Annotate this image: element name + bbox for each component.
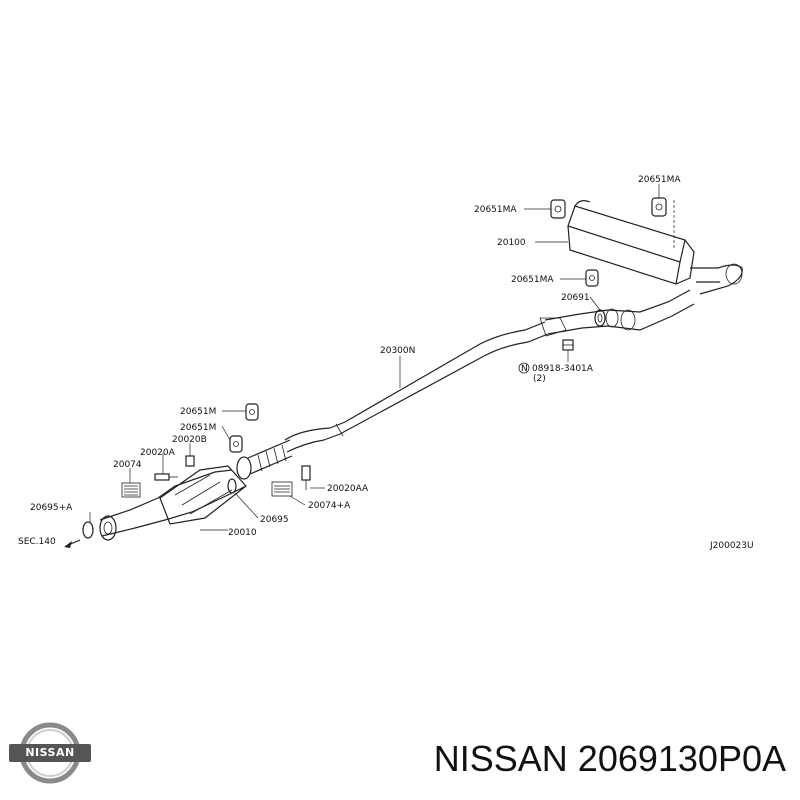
leader-lines	[89, 184, 675, 531]
brand-logo-text: NISSAN	[9, 744, 91, 762]
bolt-20020a	[154, 473, 178, 481]
spring-20074a	[271, 481, 293, 497]
label-20695: 20695	[260, 515, 289, 525]
label-20651ma-top: 20651MA	[638, 175, 681, 185]
hanger-20651ma-top	[651, 197, 667, 217]
product-title: NISSAN 2069130P0A	[433, 738, 786, 779]
label-20651ma-left: 20651MA	[474, 205, 517, 215]
front-pipe-20010	[99, 465, 247, 541]
label-20300n: 20300N	[380, 346, 415, 356]
label-20691: 20691	[561, 293, 590, 303]
bolt-20020aa	[301, 465, 311, 490]
label-sec140: SEC.140	[18, 537, 56, 547]
label-20020b: 20020B	[172, 435, 207, 445]
label-20651m-a: 20651M	[180, 407, 216, 417]
label-20074: 20074	[113, 460, 142, 470]
label-20651ma-lower: 20651MA	[511, 275, 554, 285]
gasket-20695a	[82, 521, 94, 539]
circle-n-icon: N	[518, 362, 530, 374]
main-muffler-20100	[567, 200, 743, 295]
label-20010: 20010	[228, 528, 257, 538]
diagram-reference-code: J200023U	[709, 541, 754, 551]
rear-pipe-section	[539, 289, 695, 337]
label-20020a: 20020A	[140, 448, 176, 458]
label-20100: 20100	[497, 238, 526, 248]
label-20020aa: 20020AA	[327, 484, 369, 494]
center-pipe-20300n	[284, 321, 549, 453]
flex-joint-section	[236, 439, 293, 480]
gasket-20691	[594, 309, 606, 327]
nut-08918	[562, 339, 574, 351]
spring-20074	[121, 482, 141, 498]
label-20695a: 20695+A	[30, 503, 73, 513]
label-08918-qty: (2)	[533, 374, 546, 384]
label-20074a: 20074+A	[308, 501, 351, 511]
hanger-20651m-upper	[245, 403, 259, 421]
gasket-20695	[227, 478, 237, 494]
hanger-20651ma-lower	[585, 269, 599, 287]
front-arrow-icon	[64, 539, 81, 548]
hanger-20651m-lower	[229, 435, 243, 453]
hanger-20651ma-left	[550, 199, 566, 219]
nut-20020b	[185, 455, 195, 467]
label-20651m-b: 20651M	[180, 423, 216, 433]
svg-text:N: N	[521, 364, 528, 374]
label-08918: 08918-3401A	[532, 364, 594, 374]
